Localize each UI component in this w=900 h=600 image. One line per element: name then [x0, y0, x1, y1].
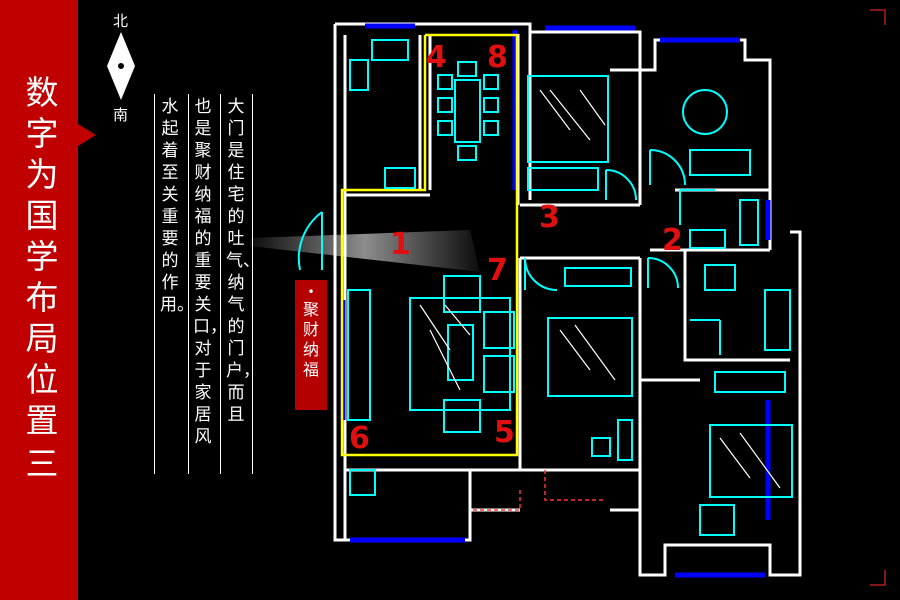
text-divider	[154, 94, 155, 474]
walls	[333, 22, 802, 577]
marker-4: 4	[426, 40, 447, 75]
side-title-char: 为	[25, 155, 59, 194]
doors	[297, 149, 721, 355]
marker-7: 7	[487, 253, 508, 288]
marker-6: 6	[349, 421, 370, 456]
highlight-zone	[340, 33, 519, 457]
side-title-char: 位	[25, 360, 59, 399]
fortune-tag: • 聚财纳福	[295, 280, 327, 410]
tag-bullet: •	[307, 285, 315, 299]
marker-1: 1	[390, 227, 411, 262]
marker-3: 3	[539, 200, 560, 235]
corner-marks	[870, 9, 886, 586]
side-title-char: 字	[25, 114, 59, 153]
marker-5: 5	[494, 415, 515, 450]
compass-icon	[107, 32, 135, 100]
side-title-suffix: 三	[25, 444, 59, 483]
windows	[340, 23, 771, 578]
compass-north-label: 北	[113, 12, 129, 30]
hatching	[419, 89, 781, 489]
light-beam	[250, 230, 480, 272]
text-divider	[252, 94, 253, 474]
text-divider	[188, 94, 189, 474]
dashed-boundary	[470, 470, 605, 511]
compass-south-label: 南	[113, 106, 129, 124]
description-column-2: 也是聚财纳福的重要关口，对于家居风	[193, 97, 227, 447]
left-red-band	[0, 0, 78, 600]
side-title-char: 国	[25, 196, 59, 235]
side-title: 数字为国学布局位置 三	[22, 72, 62, 484]
tag-text: 聚财纳福	[302, 300, 319, 379]
side-title-char: 学	[25, 237, 59, 276]
side-title-char: 数	[25, 73, 59, 112]
side-title-text: 数字为国学布局位置	[22, 72, 62, 441]
side-title-char: 置	[25, 401, 59, 440]
furniture	[347, 39, 793, 536]
marker-8: 8	[487, 40, 508, 75]
side-title-char: 局	[25, 319, 59, 358]
text-divider	[220, 94, 221, 474]
marker-2: 2	[662, 223, 683, 258]
side-title-char: 布	[25, 278, 59, 317]
band-pointer-arrow	[78, 124, 96, 146]
